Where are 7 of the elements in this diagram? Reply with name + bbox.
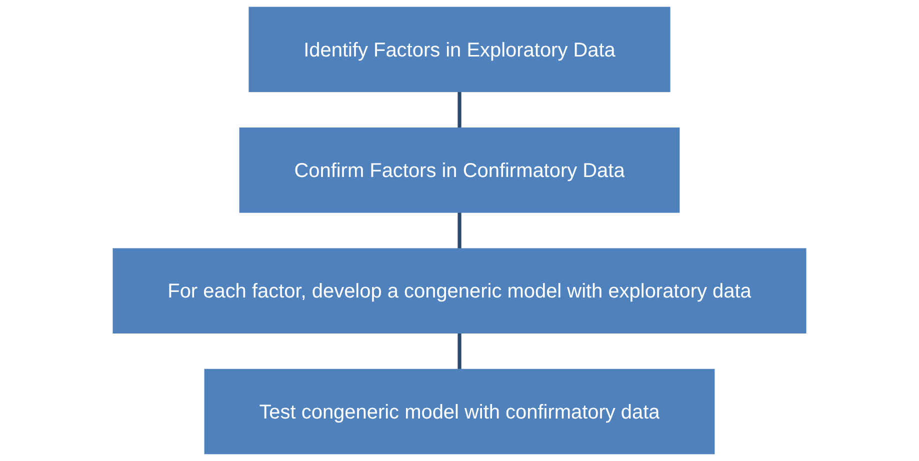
connector (458, 92, 462, 128)
node-box: Identify Factors in Exploratory Data (248, 6, 670, 92)
connector (458, 333, 462, 370)
node-box: For each factor, develop a congeneric model with exploratory data (112, 248, 806, 334)
node-box: Test congeneric model with confirmatory data (204, 368, 715, 454)
node-box: Confirm Factors in Confirmatory Data (239, 128, 680, 213)
connector (458, 212, 462, 249)
